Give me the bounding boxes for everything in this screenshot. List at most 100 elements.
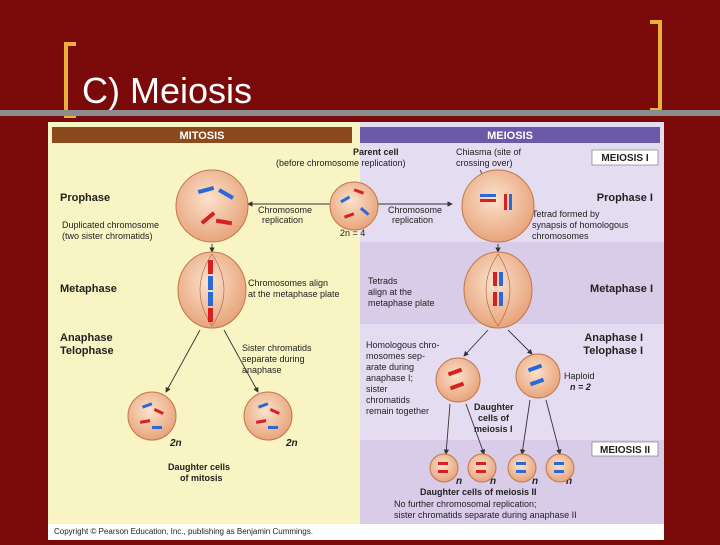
mitosis-daughter-1 <box>127 391 177 441</box>
title-bracket-left <box>64 42 76 118</box>
anaphase-i-label: Anaphase I <box>584 332 643 344</box>
arrow-meiosis-right <box>507 329 533 355</box>
daughter-m1-label-3: meiosis I <box>474 424 513 434</box>
parent-cell-label: Parent cell <box>353 147 399 157</box>
meiosis1-box <box>591 149 659 166</box>
mp-chrom-2 <box>218 188 234 200</box>
mitosis-daughter-2 <box>243 391 293 441</box>
slide-title: C) Meiosis <box>82 70 253 111</box>
anaphase-label: Anaphase <box>60 332 113 344</box>
arrow-meiosis-left <box>463 329 489 357</box>
tetrad-label-3: chromosomes <box>532 231 589 241</box>
meiosis1-daughter-2 <box>515 353 561 399</box>
meiosis2-daughter-3 <box>507 453 537 483</box>
md2-chrom-4 <box>268 426 278 429</box>
tetrad-label-2: synapsis of homologous <box>532 220 629 230</box>
chrom-rep-right: Chromosome <box>388 205 442 215</box>
mm-spindle-2 <box>211 253 225 327</box>
meiosis-prophase-cell <box>461 169 535 243</box>
prophase-i-label: Prophase I <box>597 192 653 204</box>
haploid-n-label: n = 2 <box>570 382 591 392</box>
tetrads-align-label-2: align at the <box>368 287 412 297</box>
mitosis-prophase-cell <box>175 169 249 243</box>
daughter-meiosis2-label: Daughter cells of meiosis II <box>420 487 537 497</box>
meiosis2-daughter-4 <box>545 453 575 483</box>
mm-spindle-1 <box>199 253 213 327</box>
two-n-a: 2n <box>169 438 182 449</box>
homol-label-7: remain together <box>366 406 429 416</box>
dup-chrom-label: Duplicated chromosome <box>62 220 159 230</box>
haploid-label: Haploid <box>564 371 595 381</box>
mp-chrom-4 <box>215 218 233 226</box>
metaphase-i-label: Metaphase I <box>590 283 653 295</box>
mi-chrom-3 <box>504 194 507 210</box>
md1-chrom-3 <box>139 419 151 424</box>
mm-chrom-4 <box>208 308 213 322</box>
meiosis2-daughter-1 <box>429 453 459 483</box>
telophase-label: Telophase <box>60 345 114 357</box>
mitosis-meiosis-figure: MITOSIS MEIOSIS MEIOSIS I MEIOSIS II Par… <box>48 122 664 540</box>
m1d2-chrom-2 <box>529 377 545 387</box>
m2d3-chrom-1 <box>516 462 526 465</box>
meiosis2-box <box>591 441 659 457</box>
md1-chrom-2 <box>153 407 164 415</box>
two-n-four: 2n = 4 <box>340 228 365 238</box>
homol-label-1: Homologous chro- <box>366 340 440 350</box>
daughter-mitosis-label-2: of mitosis <box>180 473 223 483</box>
parent-chrom-4 <box>359 207 370 216</box>
meiosis2-label: MEIOSIS II <box>600 445 650 456</box>
mi-chrom-2 <box>480 199 496 202</box>
title-divider <box>0 110 720 116</box>
homol-label-6: chromatids <box>366 395 411 405</box>
daughter-mitosis-label: Daughter cells <box>168 462 230 472</box>
homol-label-3: arate during <box>366 362 414 372</box>
two-n-b: 2n <box>285 438 298 449</box>
figure-svg: MITOSIS MEIOSIS MEIOSIS I MEIOSIS II Par… <box>48 122 664 536</box>
chrom-align-label: Chromosomes align <box>248 278 328 288</box>
mi-chrom-1 <box>480 194 496 197</box>
md2-chrom-2 <box>269 407 280 415</box>
sister-sep-label-2: separate during <box>242 354 305 364</box>
meiosis-header-bar <box>360 127 660 143</box>
chiasma-label: Chiasma (site of <box>456 147 522 157</box>
prophase-label: Prophase <box>60 192 110 204</box>
mi-chrom-4 <box>509 194 512 210</box>
no-further-label-2: sister chromatids separate during anapha… <box>394 510 577 520</box>
m2d1-chrom-2 <box>438 470 448 473</box>
mitosis-header: MITOSIS <box>179 130 224 142</box>
n-label-2: n <box>490 476 496 487</box>
dup-chrom-sublabel: (two sister chromatids) <box>62 231 153 241</box>
tetrad-label: Tetrad formed by <box>532 209 600 219</box>
m2d2-chrom-2 <box>476 470 486 473</box>
parent-cell-sublabel: (before chromosome replication) <box>276 158 406 168</box>
arrow-mitosis-left <box>165 329 201 393</box>
meiosis1-daughter-1 <box>435 357 481 403</box>
chrom-rep-left-sub: replication <box>262 215 303 225</box>
homol-label-2: mosomes sep- <box>366 351 425 361</box>
homol-label-4: anaphase I; <box>366 373 413 383</box>
meiosis1-label: MEIOSIS I <box>601 153 648 164</box>
m2d2-chrom-1 <box>476 462 486 465</box>
mp-chrom-3 <box>200 211 216 225</box>
mitosis-header-bar <box>52 127 352 143</box>
arrow-m2-1 <box>443 403 451 455</box>
md2-chrom-1 <box>257 402 269 409</box>
mm-chrom-3 <box>208 292 213 306</box>
mm-chrom-2 <box>208 276 213 290</box>
no-further-label: No further chromosomal replication; <box>394 499 537 509</box>
meiosis-header: MEIOSIS <box>487 130 533 142</box>
m1d1-chrom-2 <box>449 381 465 391</box>
mmi-chrom-3 <box>493 292 497 306</box>
n-label-4: n <box>566 476 572 487</box>
sister-sep-label-3: anaphase <box>242 365 282 375</box>
parent-chrom-1 <box>340 195 351 204</box>
m1d1-chrom-1 <box>447 367 463 377</box>
mmi-chrom-1 <box>493 272 497 286</box>
md1-chrom-4 <box>152 426 162 429</box>
arrow-mitosis-right <box>223 329 259 393</box>
mp-chrom-1 <box>197 185 215 195</box>
m1d2-chrom-1 <box>527 363 543 373</box>
mm-chrom-1 <box>208 260 213 274</box>
m2d3-chrom-2 <box>516 470 526 473</box>
daughter-m1-label: Daughter <box>474 402 514 412</box>
